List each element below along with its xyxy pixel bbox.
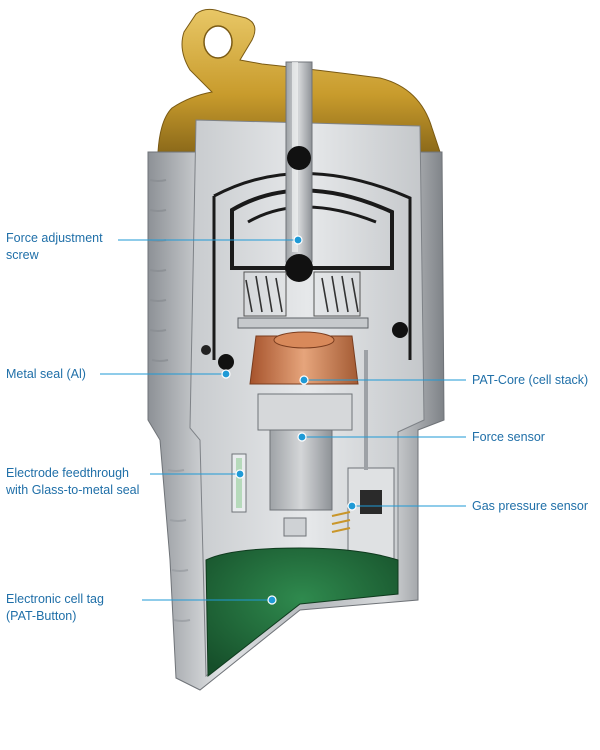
label-force-adjustment-screw: Force adjustment screw (6, 230, 103, 264)
dot-force-sensor (297, 432, 307, 442)
label-metal-seal: Metal seal (Al) (6, 366, 86, 383)
label-force-sensor: Force sensor (472, 429, 545, 446)
label-pat-core: PAT-Core (cell stack) (472, 372, 588, 389)
leader-lines (100, 239, 466, 601)
dot-electronic-cell-tag (267, 595, 277, 605)
label-line: Force sensor (472, 430, 545, 444)
dot-pat-core (299, 375, 309, 385)
dot-force-adjustment-screw (293, 235, 303, 245)
label-line: Metal seal (Al) (6, 367, 86, 381)
label-line: with Glass-to-metal seal (6, 483, 140, 497)
label-line: screw (6, 248, 39, 262)
pcb-cell-tag (205, 517, 399, 678)
leader-dots (221, 235, 357, 605)
label-line: (PAT-Button) (6, 609, 77, 623)
dot-electrode-feedthrough (235, 469, 245, 479)
label-electronic-cell-tag: Electronic cell tag (PAT-Button) (6, 591, 104, 625)
label-line: Gas pressure sensor (472, 499, 589, 513)
cut-section (189, 61, 425, 678)
label-line: Electrode feedthrough (6, 466, 130, 480)
label-gas-pressure-sensor: Gas pressure sensor (472, 498, 588, 515)
label-line: Electronic cell tag (6, 592, 104, 606)
label-electrode-feedthrough: Electrode feedthrough with Glass-to-meta… (6, 465, 139, 499)
dot-metal-seal (221, 369, 231, 379)
dot-gas-pressure-sensor (347, 501, 357, 511)
label-line: Force adjustment (6, 231, 103, 245)
label-line: PAT-Core (cell stack) (472, 373, 589, 387)
